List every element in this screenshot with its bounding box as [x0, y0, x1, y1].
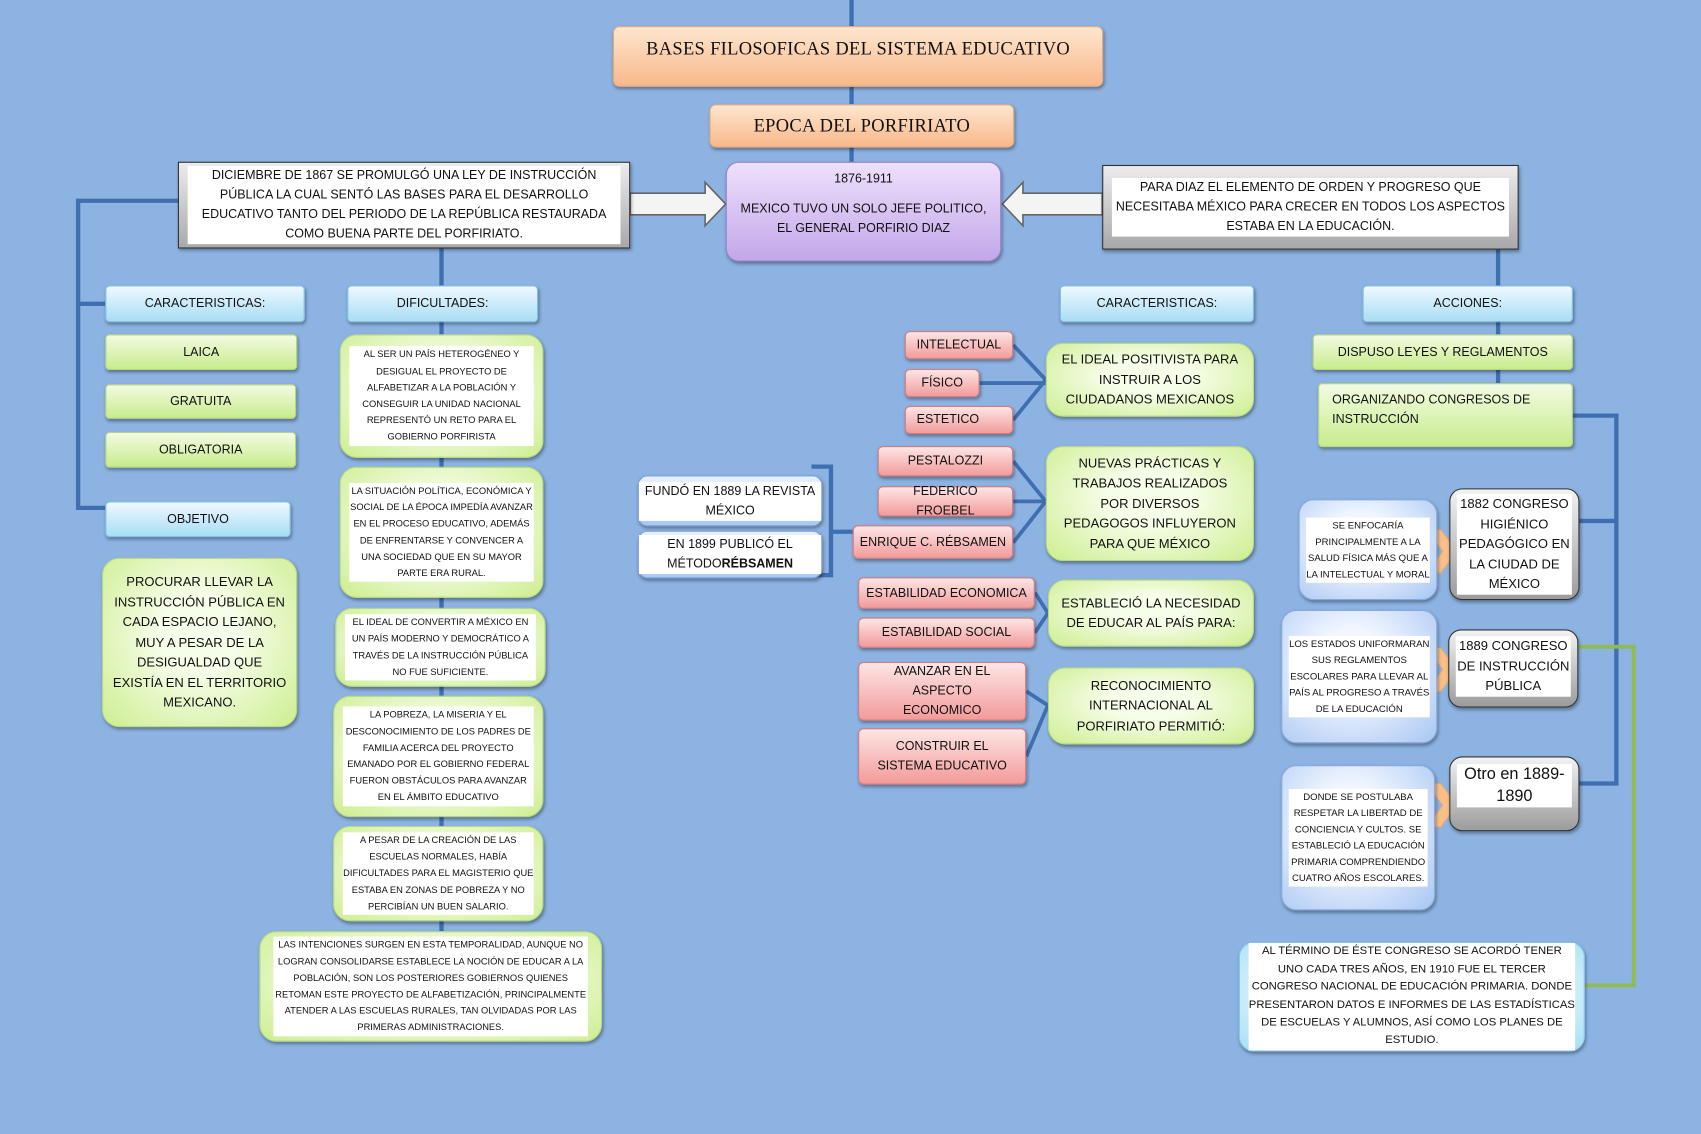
dificultad-item: EL IDEAL DE CONVERTIR A MÉXICO EN UN PAÍ… [335, 607, 546, 687]
congreso-desc: DONDE SE POSTULABA RESPETAR LA LIBERTAD … [1281, 765, 1436, 911]
construir-sistema: CONSTRUIR EL SISTEMA EDUCATIVO [858, 728, 1027, 785]
accion-leyes: DISPUSO LEYES Y REGLAMENTOS [1312, 334, 1573, 371]
caracteristica-obligatoria: OBLIGATORIA [105, 431, 297, 468]
period-text: MEXICO TUVO UN SOLO JEFE POLITICO, EL GE… [740, 202, 987, 236]
aspecto-estetico: ESTETICO [904, 405, 1014, 435]
caracteristica-ideal: EL IDEAL POSITIVISTA PARA INSTRUIR A LOS… [1045, 342, 1255, 417]
caracteristica-gratuita: GRATUITA [105, 384, 297, 419]
connector-congresos [1572, 413, 1619, 786]
rebsamen-revista: FUNDÓ EN 1889 LA REVISTA MÉXICO [637, 475, 823, 527]
dificultad-item: LA POBREZA, LA MISERIA Y EL DESCONOCIMIE… [333, 695, 544, 818]
congreso-desc: SE ENFOCARÍA PRINCIPALMENTE A LA SALUD F… [1298, 499, 1438, 601]
intro-right-box: PARA DIAZ EL ELEMENTO DE ORDEN Y PROGRES… [1102, 164, 1519, 250]
caracteristica-laica: LAICA [105, 334, 298, 371]
dificultad-item: LAS INTENCIONES SURGEN EN ESTA TEMPORALI… [259, 931, 603, 1042]
congreso-1889: 1889 CONGRESO DE INSTRUCCIÓN PÚBLICA [1448, 629, 1579, 708]
connector-left-tree [75, 198, 178, 511]
rebsamen-metodo: EN 1899 PUBLICÓ EL MÉTODORÉBSAMEN [637, 530, 823, 579]
estabilidad-economica: ESTABILIDAD ECONOMICA [858, 577, 1035, 609]
arrow-left-icon [629, 180, 727, 228]
right-caracteristicas-label: CARACTERISTICAS: [1059, 285, 1255, 323]
objetivo-label: OBJETIVO [105, 501, 291, 538]
period-years: 1876-1911 [834, 172, 893, 186]
dificultad-item: LA SITUACIÓN POLÍTICA, ECONÓMICA Y SOCIA… [339, 466, 544, 598]
left-caracteristicas-label: CARACTERISTICAS: [105, 285, 305, 323]
connector-rebsamen-bracket [811, 464, 853, 578]
acciones-label: ACCIONES: [1362, 285, 1573, 323]
intro-left-box: DICIEMBRE DE 1867 SE PROMULGÓ UNA LEY DE… [177, 161, 631, 249]
caracteristica-necesidad: ESTABLECIÓ LA NECESIDAD DE EDUCAR AL PAÍ… [1047, 579, 1255, 647]
connector-red-green [979, 343, 1050, 758]
aspecto-fisico: FÍSICO [904, 368, 980, 398]
dificultad-item: A PESAR DE LA CREACIÓN DE LAS ESCUELAS N… [333, 825, 544, 922]
congreso-1882: 1882 CONGRESO HIGIÉNICO PEDAGÓGICO EN LA… [1449, 488, 1580, 601]
subtitle: EPOCA DEL PORFIRIATO [709, 104, 1015, 148]
congreso-1889-1890: Otro en 1889-1890 [1449, 756, 1580, 832]
caracteristica-reconocimiento: RECONOCIMIENTO INTERNACIONAL AL PORFIRIA… [1047, 667, 1255, 745]
dificultad-item: AL SER UN PAÍS HETEROGÉNEO Y DESIGUAL EL… [339, 334, 544, 458]
final-congreso-text: AL TÉRMINO DE ÉSTE CONGRESO SE ACORDÓ TE… [1238, 941, 1585, 1052]
caracteristica-practicas: NUEVAS PRÁCTICAS Y TRABAJOS REALIZADOS P… [1045, 446, 1255, 562]
arrow-right-icon [1001, 180, 1103, 228]
congreso-desc: LOS ESTADOS UNIFORMARAN SUS REGLAMENTOS … [1281, 609, 1438, 744]
main-title: BASES FILOSOFICAS DEL SISTEMA EDUCATIVO [612, 26, 1104, 87]
objetivo-text: PROCURAR LLEVAR LA INSTRUCCIÓN PÚBLICA E… [101, 557, 298, 728]
pedagogo-rebsamen: ENRIQUE C. RÉBSAMEN [852, 525, 1014, 559]
aspecto-intelectual: INTELECTUAL [904, 330, 1014, 360]
period-box: 1876-1911 MEXICO TUVO UN SOLO JEFE POLIT… [725, 161, 1002, 262]
accion-congresos: ORGANIZANDO CONGRESOS DE INSTRUCCIÓN [1318, 383, 1573, 448]
avanzar-economico: AVANZAR EN EL ASPECTO ECONOMICO [858, 661, 1027, 721]
connector-final [1579, 644, 1636, 988]
estabilidad-social: ESTABILIDAD SOCIAL [858, 617, 1035, 648]
dificultades-label: DIFICULTADES: [347, 285, 539, 323]
pedagogo-pestalozzi: PESTALOZZI [877, 446, 1014, 477]
pedagogo-froebel: FEDERICO FROEBEL [877, 485, 1014, 518]
